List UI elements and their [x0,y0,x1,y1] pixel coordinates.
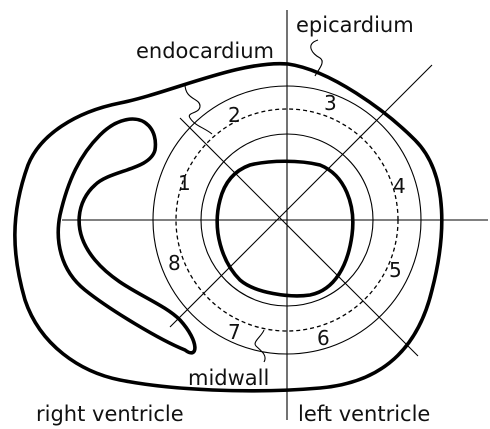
left-ventricle-cavity [217,161,353,296]
endocardium-label: endocardium [136,39,274,63]
segment-label-3: 3 [324,91,337,115]
segment-label-1: 1 [178,171,191,195]
segment-label-2: 2 [228,103,241,127]
left-ventricle-label: left ventricle [298,402,430,426]
segment-label-6: 6 [317,326,330,350]
segment-label-4: 4 [393,174,406,198]
right-ventricle-label: right ventricle [36,402,184,426]
segment-label-5: 5 [389,258,402,282]
diagonal-line-descending [180,118,418,356]
segment-label-8: 8 [168,251,181,275]
right-ventricle-cavity [58,119,195,353]
epicardium-label: epicardium [296,13,414,37]
midwall-leader [255,330,265,362]
segment-label-7: 7 [228,320,241,344]
midwall-label: midwall [188,366,269,390]
